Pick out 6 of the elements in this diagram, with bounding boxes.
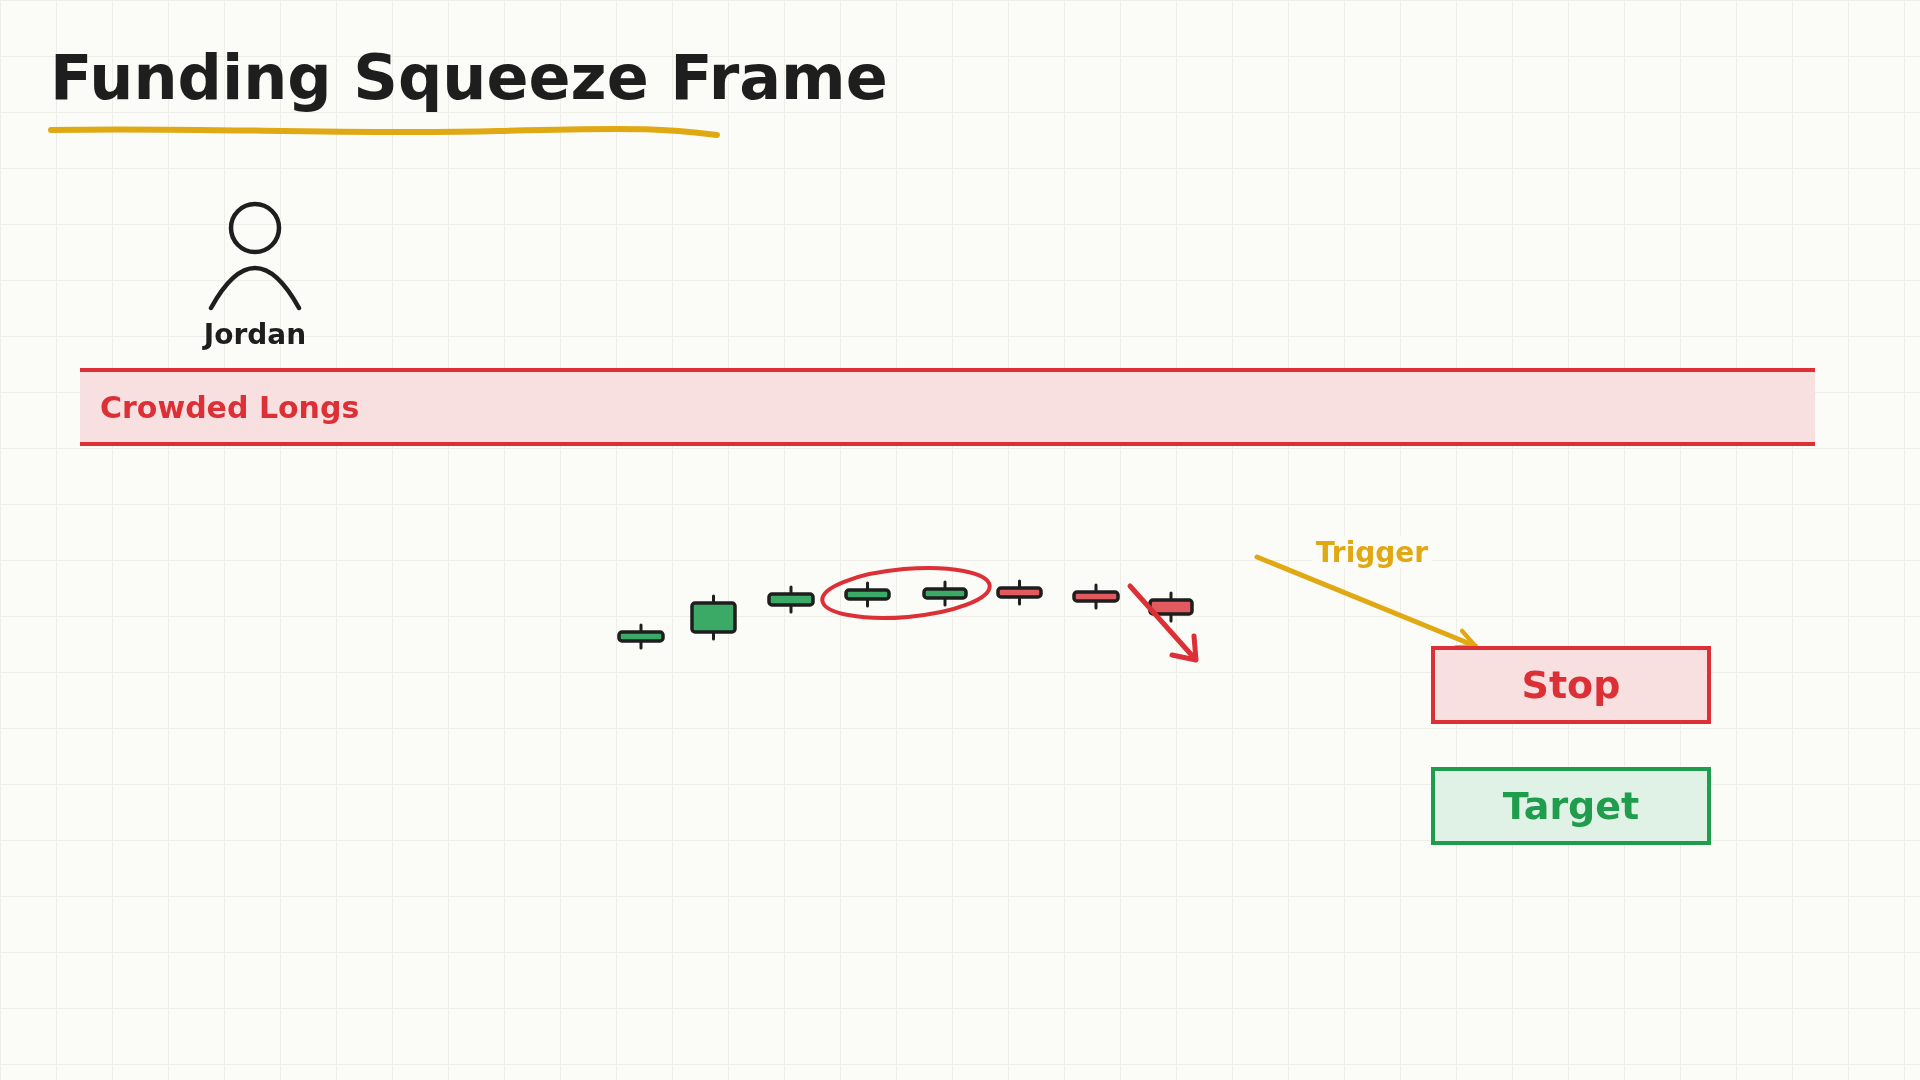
level-box: Stop [1431, 646, 1711, 724]
highlight-band: Crowded Longs [80, 368, 1815, 446]
level-box: Target [1431, 767, 1711, 845]
person-name: Jordan [203, 318, 307, 351]
edge-label: Trigger [1311, 535, 1433, 569]
title: Funding Squeeze Frame [50, 42, 888, 114]
